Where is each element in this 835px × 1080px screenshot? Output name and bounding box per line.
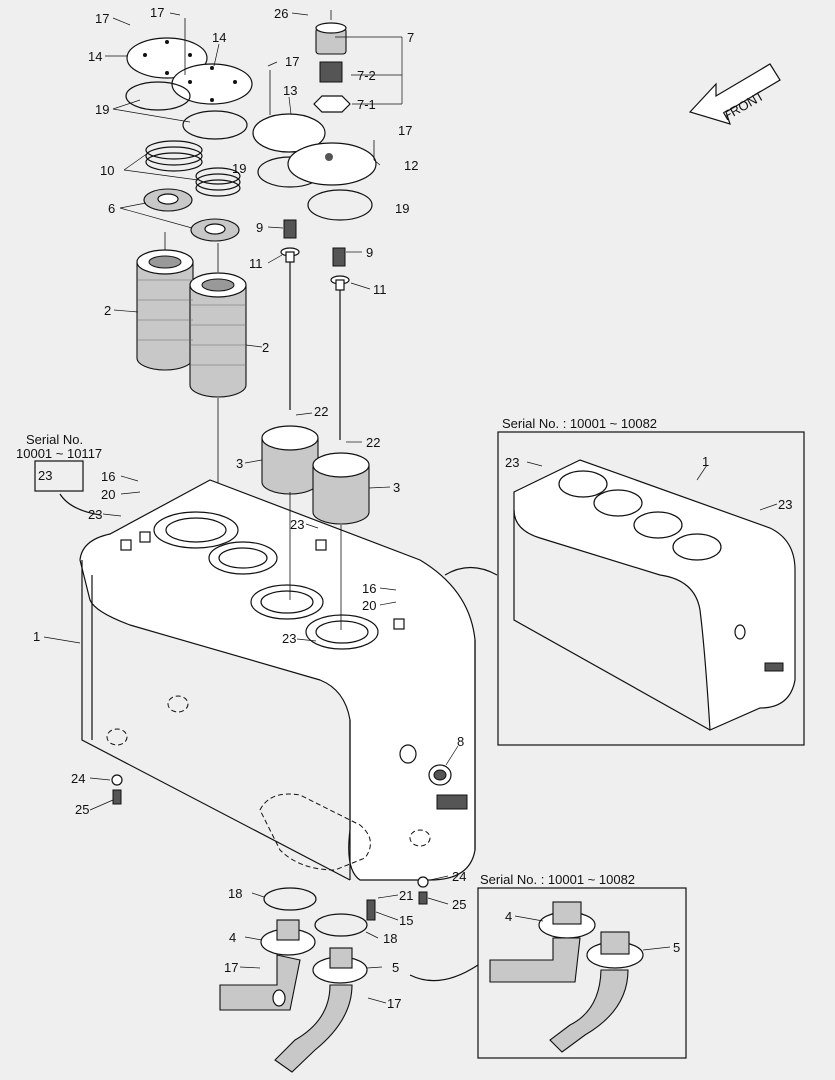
filter-element-2a: [136, 232, 194, 371]
callout-1: 1: [702, 454, 709, 469]
callout-24: 24: [71, 771, 85, 786]
bolt-25b: [112, 789, 122, 805]
callout-1: 1: [33, 629, 40, 644]
callout-labels: 17 17 26 7 14 14 17 7-2 7-1 19 13 17 12 …: [33, 5, 792, 1011]
inset-pipe-5: [549, 931, 644, 1053]
suction-pipe-5: [274, 947, 368, 1073]
callout-4: 4: [229, 930, 236, 945]
callout-23: 23: [505, 455, 519, 470]
cover-plate-13: [252, 113, 326, 153]
callout-19: 19: [232, 161, 246, 176]
callout-23: 23: [38, 468, 52, 483]
callout-14: 14: [212, 30, 226, 45]
callout-14: 14: [88, 49, 102, 64]
hydraulic-tank-1: [79, 479, 476, 881]
inset-bottom-frame: [477, 887, 687, 1059]
leader-lines: [43, 12, 778, 1004]
bolt-25: [418, 891, 428, 905]
callout-23: 23: [282, 631, 296, 646]
serial-left-box: [34, 460, 84, 492]
o-ring-18a: [263, 887, 317, 911]
callout-3: 3: [393, 480, 400, 495]
callout-23: 23: [290, 517, 304, 532]
rod-11b: [330, 275, 350, 440]
washer-24: [417, 876, 429, 888]
callout-8: 8: [457, 734, 464, 749]
callout-9: 9: [366, 245, 373, 260]
spring-10a: [145, 140, 203, 172]
callout-23: 23: [778, 497, 792, 512]
callout-20: 20: [362, 598, 376, 613]
spring-9b: [332, 247, 346, 267]
callout-9: 9: [256, 220, 263, 235]
cover-plate-12: [287, 142, 377, 186]
callout-21: 21: [399, 888, 413, 903]
callout-5: 5: [673, 940, 680, 955]
callout-20: 20: [101, 487, 115, 502]
callout-11: 11: [249, 256, 263, 271]
filter-element-2b: [189, 243, 247, 398]
callout-15: 15: [399, 913, 413, 928]
callout-17: 17: [95, 11, 109, 26]
suction-pipe-4: [219, 919, 316, 1011]
spring-10b: [195, 167, 241, 197]
drain-valve-15: [366, 899, 376, 921]
callout-17: 17: [150, 5, 164, 20]
callout-13: 13: [283, 83, 297, 98]
plug-8: [428, 764, 452, 786]
callout-16: 16: [101, 469, 115, 484]
callout-26: 26: [274, 6, 288, 21]
callout-3: 3: [236, 456, 243, 471]
callout-17: 17: [398, 123, 412, 138]
inset-top-frame: [497, 431, 805, 746]
callout-19: 19: [95, 102, 109, 117]
inset-top-label: Serial No. : 10001 ~ 10082: [502, 416, 657, 431]
callout-17: 17: [285, 54, 299, 69]
callout-19: 19: [395, 201, 409, 216]
callout-7-2: 7-2: [357, 68, 376, 83]
serial-left-line1: Serial No.: [26, 432, 83, 447]
front-arrow: FRONT: [688, 63, 781, 125]
spring-9a: [283, 219, 297, 239]
cover-plate-14b: [171, 63, 253, 105]
washer-24b: [111, 774, 123, 786]
callout-12: 12: [404, 158, 418, 173]
callout-25: 25: [75, 802, 89, 817]
serial-left-line2: 10001 ~ 10117: [16, 446, 102, 461]
callout-4: 4: [505, 909, 512, 924]
breather-7: [313, 22, 351, 113]
callout-22: 22: [314, 404, 328, 419]
callout-7-1: 7-1: [357, 97, 376, 112]
callout-7: 7: [407, 30, 414, 45]
callout-16: 16: [362, 581, 376, 596]
callout-23: 23: [88, 507, 102, 522]
callout-17: 17: [387, 996, 401, 1011]
callout-11: 11: [373, 282, 387, 297]
o-ring-19b: [182, 110, 248, 140]
strainer-3b: [312, 452, 370, 525]
inset-pipe-4: [489, 901, 596, 983]
valve-6a: [143, 188, 193, 212]
callout-18: 18: [383, 931, 397, 946]
inset-bottom-label: Serial No. : 10001 ~ 10082: [480, 872, 635, 887]
callout-5: 5: [392, 960, 399, 975]
strainer-3a: [261, 425, 319, 495]
inset-tank-1: [513, 459, 796, 731]
callout-2: 2: [262, 340, 269, 355]
o-ring-19a: [125, 81, 191, 111]
callout-25: 25: [452, 897, 466, 912]
o-ring-19d: [307, 189, 373, 221]
valve-6b: [190, 218, 240, 242]
callout-2: 2: [104, 303, 111, 318]
callout-10: 10: [100, 163, 114, 178]
o-ring-18b: [314, 913, 368, 937]
callout-18: 18: [228, 886, 242, 901]
callout-17: 17: [224, 960, 238, 975]
callout-6: 6: [108, 201, 115, 216]
callout-24: 24: [452, 869, 466, 884]
callout-22: 22: [366, 435, 380, 450]
rod-11a: [280, 247, 300, 410]
